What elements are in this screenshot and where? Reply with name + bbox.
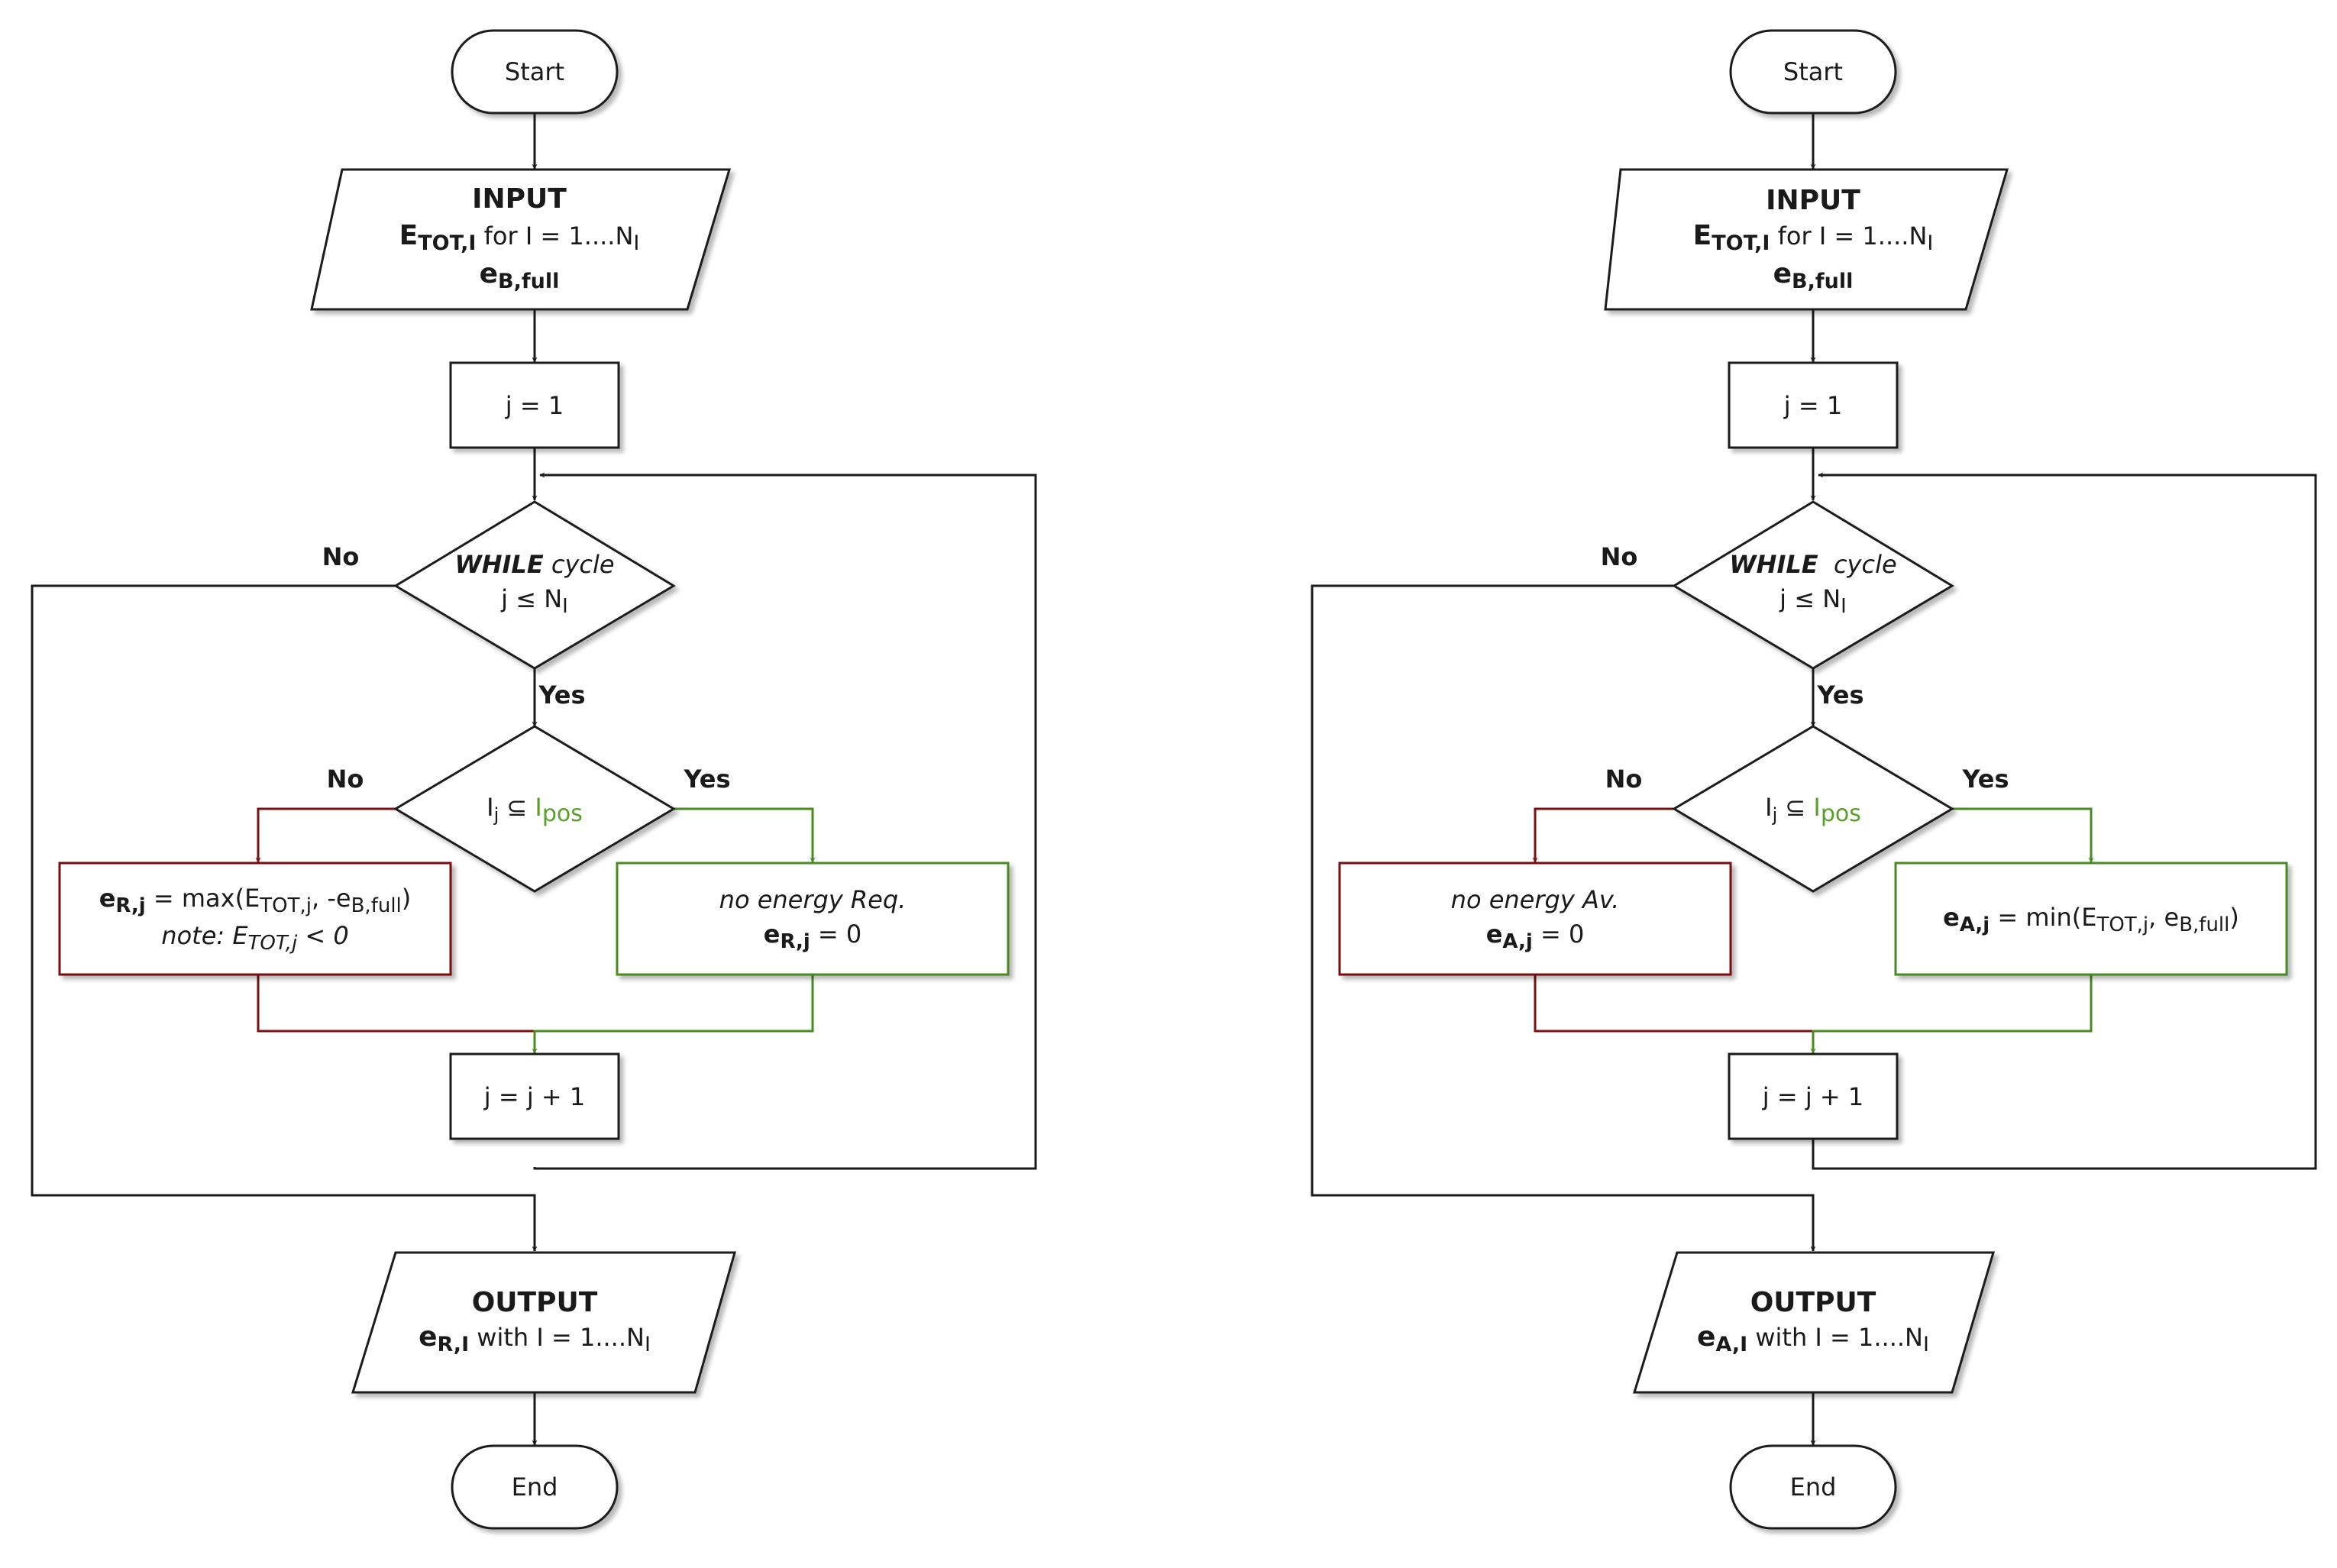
input-etot-line: ETOT,I for I = 1....NI [1693, 220, 1934, 255]
output-title: OUTPUT [472, 1287, 598, 1318]
input-etot-line: ETOT,I for I = 1....NI [399, 220, 640, 255]
increment-process: j = j + 1 [449, 1052, 620, 1140]
condition-decision: Ij ⊆ Ipos No Yes [1605, 725, 2009, 893]
flowchart-right: Start INPUT ETOT,I for I = 1....NI eB,fu… [1311, 29, 2317, 1530]
increment-label: j = j + 1 [1762, 1082, 1863, 1111]
input-title: INPUT [472, 183, 567, 215]
condition-decision: Ij ⊆ Ipos No Yes [327, 725, 731, 893]
end-terminal: End [1729, 1444, 1897, 1530]
while-header: WHILE cycle [454, 550, 614, 579]
no-branch-box: no energy Av. eA,j = 0 [1338, 862, 1732, 976]
while-condition: j ≤ NI [1779, 584, 1847, 618]
connectors-left [31, 113, 1037, 1446]
increment-process: j = j + 1 [1728, 1052, 1899, 1140]
flowchart-left: Start INPUT ETOT,I for I = 1....NI eB,fu… [31, 29, 1037, 1530]
end-label: End [512, 1473, 558, 1502]
increment-label: j = j + 1 [483, 1082, 585, 1111]
while-decision: WHILE cycle j ≤ NI No Yes [1601, 500, 1954, 710]
condition-text: Ij ⊆ Ipos [1765, 793, 1861, 827]
arrow-cond-yes [1952, 807, 2094, 863]
output-title: OUTPUT [1750, 1287, 1876, 1318]
while-yes-label: Yes [538, 681, 586, 710]
start-label: Start [1783, 57, 1843, 86]
merge-red-right [1534, 975, 1813, 1033]
input-block: INPUT ETOT,I for I = 1....NI eB,full [1604, 168, 2009, 311]
output-block: OUTPUT eA,I with I = 1....NI [1632, 1251, 1996, 1394]
merge-red-left [257, 975, 535, 1033]
loop-back-arrow [1812, 472, 2317, 1170]
ea-zero-formula: eA,j = 0 [1486, 920, 1585, 953]
arrow-while-no [31, 584, 538, 1252]
arrow-cond-no [255, 807, 396, 863]
no-energy-av-label: no energy Av. [1451, 885, 1620, 914]
init-label: j = 1 [1783, 391, 1842, 420]
condition-yes-label: Yes [1962, 765, 2009, 794]
while-condition: j ≤ NI [500, 584, 568, 618]
input-eb-line: eB,full [480, 258, 560, 293]
arrow-while-no [1311, 584, 1816, 1252]
no-energy-req-label: no energy Req. [719, 885, 907, 914]
while-no-label: No [1601, 542, 1638, 571]
arrow-cond-yes [674, 807, 816, 863]
while-decision: WHILE cycle j ≤ NI No Yes [322, 500, 676, 710]
condition-no-label: No [1605, 765, 1643, 794]
start-label: Start [505, 57, 564, 86]
output-line: eR,I with I = 1....NI [419, 1321, 651, 1356]
output-line: eA,I with I = 1....NI [1697, 1321, 1929, 1356]
connectors-right [1311, 113, 2317, 1446]
while-header: WHILE cycle [1729, 550, 1896, 579]
start-terminal: Start [451, 29, 619, 115]
condition-yes-label: Yes [684, 765, 731, 794]
note-text: note: ETOT,j < 0 [161, 921, 348, 955]
yes-branch-box: eA,j = min(ETOT,j, eB,full) [1894, 862, 2288, 976]
ea-min-formula: eA,j = min(ETOT,j, eB,full) [1943, 903, 2239, 936]
er-zero-formula: eR,j = 0 [764, 920, 862, 953]
input-title: INPUT [1766, 185, 1860, 216]
input-eb-line: eB,full [1773, 258, 1854, 293]
merge-green-left [532, 975, 814, 1054]
loop-back-arrow [533, 472, 1037, 1170]
end-terminal: End [451, 1444, 619, 1530]
arrow-cond-no [1532, 807, 1674, 863]
end-label: End [1790, 1473, 1837, 1502]
init-label: j = 1 [505, 391, 564, 420]
init-process: j = 1 [1728, 361, 1899, 449]
output-block: OUTPUT eR,I with I = 1....NI [351, 1251, 736, 1394]
input-block: INPUT ETOT,I for I = 1....NI eB,full [310, 168, 732, 311]
merge-green-right [1810, 975, 2093, 1054]
init-process: j = 1 [449, 361, 620, 449]
while-yes-label: Yes [1817, 681, 1864, 710]
condition-no-label: No [327, 765, 364, 794]
condition-text: Ij ⊆ Ipos [486, 793, 583, 827]
yes-branch-box: no energy Req. eR,j = 0 [616, 862, 1010, 976]
while-no-label: No [322, 542, 360, 571]
no-branch-box: eR,j = max(ETOT,j, -eB,full) note: ETOT,… [58, 862, 452, 976]
start-terminal: Start [1729, 29, 1897, 115]
er-max-formula: eR,j = max(ETOT,j, -eB,full) [99, 884, 412, 917]
